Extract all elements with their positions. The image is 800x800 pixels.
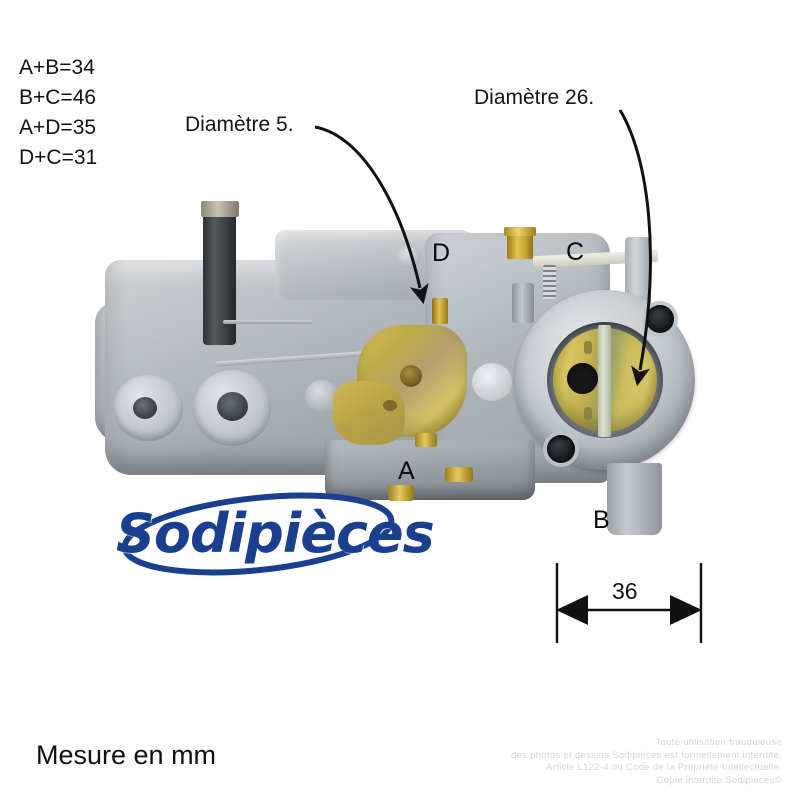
post-cap (201, 201, 239, 217)
small-cylinder (512, 283, 534, 323)
part-marker-b: B (593, 506, 610, 534)
callout-label-small-diameter: Diamètre 5. (185, 113, 294, 136)
throttle-plate-screw (633, 371, 644, 382)
dimension-equation: A+B=34 (19, 56, 95, 79)
cam-slot (383, 400, 397, 411)
unit-caption: Mesure en mm (36, 740, 217, 770)
flange-bolt-hole (646, 305, 674, 333)
brand-logo: Sodipièces (108, 488, 435, 580)
body-pad (397, 245, 421, 268)
legal-line: Article L122-4 du Code de la Propriété I… (546, 762, 782, 773)
legal-line: Toute utilisation frauduleuse (655, 737, 782, 748)
dimension-equation: D+C=31 (19, 146, 98, 169)
dark-cylinder-post (203, 213, 236, 345)
linkage-rod (223, 320, 313, 324)
flange-bolt-hole (547, 435, 575, 463)
dimension-arrow-right (670, 595, 702, 625)
boss-bore (217, 392, 248, 421)
throttle-shaft (598, 325, 611, 437)
part-marker-a: A (398, 457, 415, 485)
dimension-equation-list: A+B=34 B+C=46 A+D=35 D+C=31 (19, 53, 97, 173)
dimension-equation: B+C=46 (19, 86, 97, 109)
bowl-screw (445, 467, 473, 482)
body-pad (472, 363, 512, 401)
brass-fitting-cap (504, 227, 536, 236)
logo-swoosh (121, 492, 395, 576)
throttle-plate-screw (584, 407, 592, 420)
boss-bore (133, 397, 157, 419)
bowl-screw (415, 433, 437, 447)
legal-line: Copie interdite Sodipièces© (656, 774, 782, 786)
brass-fitting (507, 233, 533, 259)
bowl-screw (388, 485, 414, 501)
part-marker-d: D (432, 239, 451, 267)
body-bottom-section (325, 440, 535, 500)
width-dimension-label: 36 (612, 578, 638, 604)
return-spring (543, 265, 556, 299)
legal-line: des photos et dessins Sodipièces est for… (511, 749, 782, 761)
throttle-plate-hole (567, 363, 598, 394)
adjustment-screw-d (432, 298, 448, 324)
lower-mounting-leg (607, 463, 662, 535)
callout-label-large-diameter: Diamètre 26. (474, 86, 595, 109)
carburetor-photo (95, 185, 715, 540)
dimension-equation: A+D=35 (19, 116, 97, 139)
part-marker-c: C (566, 238, 585, 266)
throttle-cam-arm (333, 381, 405, 445)
throttle-plate-screw (584, 341, 592, 354)
cam-pivot-hole (400, 365, 422, 387)
legal-notice: Toute utilisation frauduleuse des photos… (511, 737, 782, 787)
logo-wordmark: Sodipièces (116, 502, 435, 565)
dimension-arrow-left (556, 595, 588, 625)
